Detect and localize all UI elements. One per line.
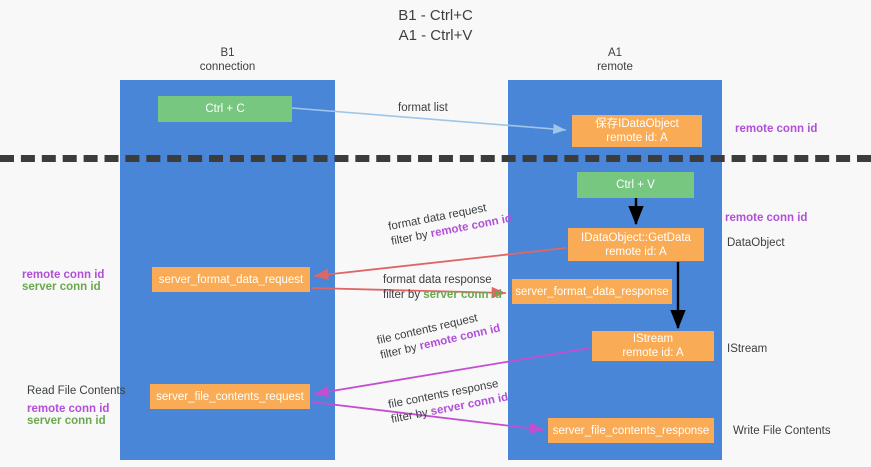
- edge-label-file-contents-request: file contents request filter by remote c…: [376, 307, 502, 364]
- annotation-write-file-contents: Write File Contents: [733, 425, 831, 437]
- node-istream[interactable]: IStream remote id: A: [592, 331, 714, 361]
- node-ctrl-v[interactable]: Ctrl + V: [577, 172, 694, 198]
- edge-label-format-list: format list: [398, 102, 448, 114]
- column-header-a1: A1 remote: [597, 47, 633, 73]
- node-server-format-data-request[interactable]: server_format_data_request: [152, 267, 310, 292]
- node-server-file-contents-response[interactable]: server_file_contents_response: [548, 418, 714, 443]
- annotation-dataobject: DataObject: [727, 237, 785, 249]
- annotation-istream: IStream: [727, 343, 768, 355]
- annotation-left-remote-conn-id-2: remote conn id: [27, 403, 110, 415]
- dashed-separator: [0, 155, 871, 162]
- node-server-file-contents-request[interactable]: server_file_contents_request: [150, 384, 310, 409]
- edge-label-format-data-response: format data response filter by server co…: [383, 273, 502, 303]
- filter-prefix: filter by: [383, 289, 424, 301]
- edge-label-format-data-response-line1: format data response: [383, 274, 492, 286]
- node-server-format-data-response[interactable]: server_format_data_response: [512, 279, 672, 304]
- annotation-left-server-conn-id-2: server conn id: [27, 415, 106, 427]
- node-idataobject[interactable]: 保存IDataObject remote id: A: [572, 115, 702, 147]
- node-ctrl-c[interactable]: Ctrl + C: [158, 96, 292, 122]
- filter-key-server-conn-id: server conn id: [423, 289, 502, 301]
- annotation-read-file-contents: Read File Contents: [27, 385, 126, 397]
- annotation-left-remote-conn-id: remote conn id: [22, 269, 105, 281]
- edge-label-file-contents-response: file contents response filter by server …: [387, 376, 509, 428]
- annotation-remote-conn-id-mid: remote conn id: [725, 212, 808, 224]
- diagram-title: B1 - Ctrl+C A1 - Ctrl+V: [398, 7, 473, 44]
- edge-label-format-data-request: format data request filter by remote con…: [387, 197, 513, 250]
- annotation-left-server-conn-id: server conn id: [22, 281, 101, 293]
- edge-label-format-data-response-line2: filter by server conn id: [383, 288, 502, 303]
- node-idataobject-getdata[interactable]: IDataObject::GetData remote id: A: [568, 228, 704, 261]
- annotation-remote-conn-id-top: remote conn id: [735, 123, 818, 135]
- column-header-b1: B1 connection: [199, 47, 256, 73]
